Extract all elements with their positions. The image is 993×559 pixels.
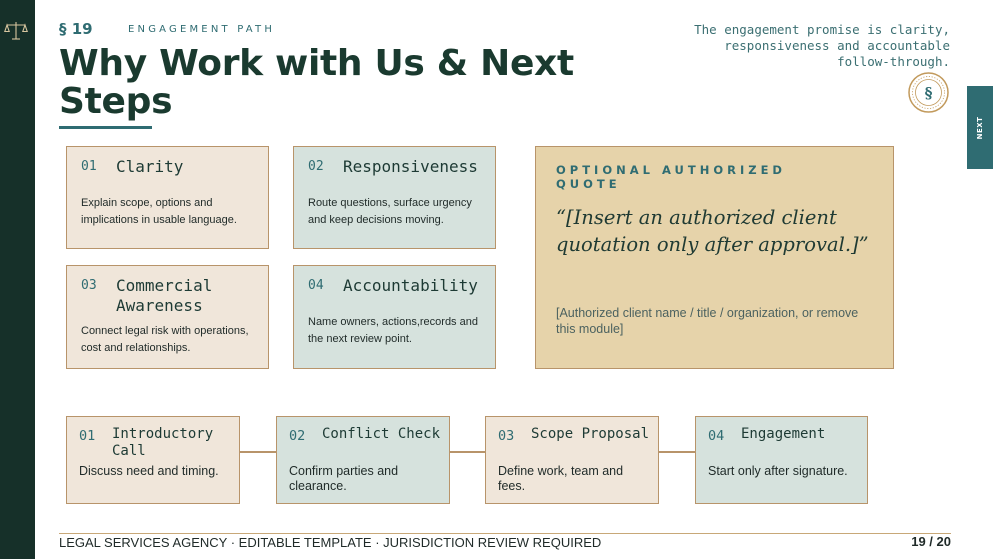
step-title: Scope Proposal <box>531 426 650 442</box>
step-introductory-call: 01 Introductory Call Discuss need and ti… <box>66 416 240 504</box>
promise-statement: The engagement promise is clarity, respo… <box>694 22 950 69</box>
step-number: 02 <box>289 428 306 444</box>
principle-title: Responsiveness <box>343 157 478 176</box>
quote-attribution: [Authorized client name / title / organi… <box>556 306 859 336</box>
step-number: 04 <box>708 428 725 444</box>
step-title: Engagement <box>741 426 826 442</box>
principle-description: Connect legal risk with operations, cost… <box>81 325 249 354</box>
principle-number: 01 <box>81 159 97 174</box>
principle-card-responsiveness: 02 Responsiveness Route questions, surfa… <box>293 146 496 249</box>
step-scope-proposal: 03 Scope Proposal Define work, team and … <box>485 416 659 504</box>
principle-title: Accountability <box>343 276 478 295</box>
title-underline <box>59 126 152 129</box>
page-title: Why Work with Us & Next Steps <box>59 43 574 122</box>
quote-text: “[Insert an authorized client quotation … <box>556 206 869 256</box>
step-title: Introductory Call <box>112 426 214 459</box>
principle-card-clarity: 01 Clarity Explain scope, options and im… <box>66 146 269 249</box>
principle-description: Explain scope, options and implications … <box>81 197 237 226</box>
principle-description: Route questions, surface urgency and kee… <box>308 197 472 226</box>
step-connector <box>659 451 695 453</box>
quote-label: OPTIONAL AUTHORIZED QUOTE <box>556 163 786 191</box>
page-number: 19 / 20 <box>911 534 951 549</box>
section-seal-icon: § <box>908 72 949 113</box>
section-label: ENGAGEMENT PATH <box>128 24 276 35</box>
footer-text: LEGAL SERVICES AGENCY · EDITABLE TEMPLAT… <box>59 535 602 550</box>
step-title: Conflict Check <box>322 426 441 442</box>
step-conflict-check: 02 Conflict Check Confirm parties and cl… <box>276 416 450 504</box>
footer-divider <box>59 533 951 534</box>
step-number: 01 <box>79 428 96 444</box>
principle-card-commercial-awareness: 03 Commercial Awareness Connect legal ri… <box>66 265 269 369</box>
step-description: Define work, team and fees. <box>498 464 624 493</box>
step-connector <box>240 451 276 453</box>
principle-title: Clarity <box>116 157 184 176</box>
step-number: 03 <box>498 428 515 444</box>
principle-description: Name owners, actions,records and the nex… <box>308 316 478 345</box>
step-description: Confirm parties and clearance. <box>289 464 399 493</box>
principle-title: Commercial Awareness <box>116 276 213 315</box>
step-connector <box>449 451 485 453</box>
step-description: Discuss need and timing. <box>79 464 219 478</box>
scales-icon <box>4 22 28 40</box>
authorized-quote-module: OPTIONAL AUTHORIZED QUOTE “[Insert an au… <box>535 146 894 369</box>
principle-number: 03 <box>81 278 97 293</box>
seal-glyph: § <box>925 84 933 102</box>
next-label: NEXT <box>976 116 984 139</box>
principle-number: 02 <box>308 159 324 174</box>
step-engagement: 04 Engagement Start only after signature… <box>695 416 868 504</box>
principle-card-accountability: 04 Accountability Name owners, actions,r… <box>293 265 496 369</box>
next-slide-tab[interactable]: NEXT <box>967 86 993 169</box>
principle-number: 04 <box>308 278 324 293</box>
section-number: § 19 <box>59 20 93 38</box>
step-description: Start only after signature. <box>708 464 848 478</box>
left-rail <box>0 0 35 559</box>
